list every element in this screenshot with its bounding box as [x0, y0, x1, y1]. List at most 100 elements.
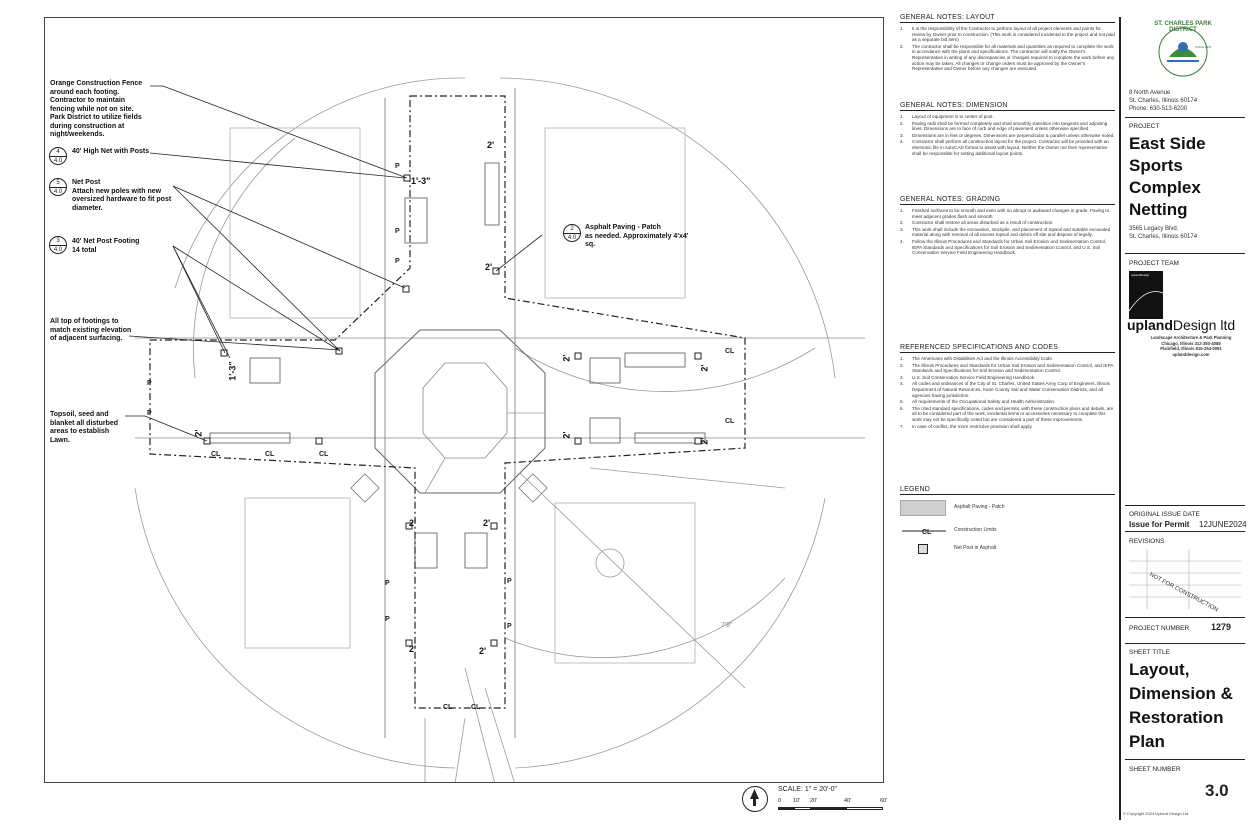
note-item: 6.The cited standard specifications, cod… [900, 405, 1114, 422]
note-item: 3.U.S. Soil Conservation Service Field E… [900, 374, 1036, 380]
field-arc-nw [174, 77, 466, 289]
title-block: ST. CHARLES PARK DISTRICT SINCE 1951 8 N… [1119, 17, 1247, 820]
general-notes: GENERAL NOTES: LAYOUT 1.It is the respon… [900, 14, 1115, 824]
sheet-number: 3.0 [1205, 781, 1229, 800]
notes-layout: GENERAL NOTES: LAYOUT 1.It is the respon… [900, 14, 1115, 73]
line-mark-p: P [507, 578, 512, 585]
line-mark-cl: CL [471, 704, 481, 711]
firm-name: uplandDesign ltd [1127, 317, 1236, 333]
line-mark-cl: CL [725, 418, 735, 425]
construction-limits [149, 95, 746, 709]
legend: LEGEND Asphalt Paving - Patch CL Constru… [900, 486, 1115, 576]
project-address: 3565 Legacy Blvd. St. Charles, Illinois … [1129, 226, 1198, 240]
line-mark-p: P [147, 410, 152, 417]
dim-label: 2' [409, 518, 417, 528]
dim-label: 2' [699, 437, 710, 445]
notes-heading: GENERAL NOTES: LAYOUT [900, 14, 1115, 23]
line-mark-cl: CL [443, 704, 453, 711]
dim-label: 2' [479, 646, 487, 656]
note-item: 4.Contractor shall perform all construct… [900, 139, 1109, 156]
field-arc-sw [134, 487, 456, 769]
notes-heading: GENERAL NOTES: DIMENSION [900, 102, 1115, 111]
net-post-icon [918, 544, 928, 554]
owner-address: 8 North Avenue St. Charles, Illinois 601… [1129, 90, 1198, 112]
revisions-label: REVISIONS [1129, 538, 1165, 545]
sheet-title: Layout, Dimension & Restoration Plan [1129, 660, 1233, 751]
construction-limit-symbol: CL [902, 529, 946, 536]
dim-label: 2' [487, 140, 495, 150]
asphalt-swatch [900, 500, 946, 516]
note-item: 2.The Illinois Procedures and Standards … [900, 362, 1114, 374]
plan-linework [125, 77, 865, 782]
north-arrow-icon: N [742, 786, 768, 812]
note-item: 1.The Americans with Disabilities Act an… [900, 356, 1054, 361]
dim-label: 2' [561, 431, 572, 439]
legend-row: CL Construction Limits [900, 526, 1115, 538]
note-item: 1.Finished surfaces to be smooth and eve… [900, 208, 1110, 219]
line-mark-p: P [395, 163, 400, 170]
dim-label: 2' [193, 429, 204, 437]
team-label: PROJECT TEAM [1129, 260, 1179, 267]
scale-tick: 60' [880, 798, 888, 804]
sheet-number-label: SHEET NUMBER [1129, 766, 1181, 773]
line-mark-p: P [385, 616, 390, 623]
note-item: 1.It is the responsibility of the Contra… [900, 26, 1115, 43]
project-name: East Side Sports Complex Netting [1129, 134, 1206, 219]
dim-label: 2' [409, 644, 417, 654]
legend-row: Net Post in Asphalt [900, 544, 1115, 556]
note-item: 1.Layout of equipment is to center of po… [900, 114, 994, 119]
note-item: 2.Paving radii shall be formed completel… [900, 120, 1108, 132]
notes-dimension: GENERAL NOTES: DIMENSION 1.Layout of equ… [900, 102, 1115, 157]
notes-heading: GENERAL NOTES: GRADING [900, 196, 1115, 205]
legend-heading: LEGEND [900, 486, 1115, 495]
project-number: 1279 [1211, 622, 1232, 632]
scale-bar: 0 10' 20' 40' 60' [778, 798, 888, 812]
issue-value: Issue for Permit [1129, 520, 1190, 529]
note-item: 4.Follow the Illinois Procedures and Sta… [900, 238, 1107, 256]
field-arc-ne [499, 77, 836, 379]
line-mark-p: P [395, 258, 400, 265]
firm-contact: Landscape Architecture & Park Planning C… [1150, 335, 1232, 357]
project-number-label: PROJECT NUMBER [1129, 625, 1190, 632]
line-mark-p: P [385, 580, 390, 587]
dim-label: 2' [483, 518, 491, 528]
scale-label: SCALE: 1" = 20'-0" [778, 786, 838, 793]
note-item: 5.All requirements of the Occupational S… [900, 399, 1056, 405]
note-item: 4.All codes and ordinances of the City o… [900, 381, 1110, 398]
issue-date: 12JUNE2024 [1199, 520, 1247, 529]
line-mark-p: P [507, 623, 512, 630]
note-item: 7.In case of conflict, the more restrict… [900, 423, 1033, 429]
project-label: PROJECT [1129, 123, 1160, 130]
callout-net: 40' High Net with Posts [72, 148, 150, 155]
callout-fence: Orange Construction Fence around each fo… [50, 80, 143, 138]
site-plan: 1'-3" 2' 2' 1'-3" 2' 2' 2' 2' 2' 2' 2' 2… [44, 17, 884, 783]
park-district-logo: ST. CHARLES PARK DISTRICT SINCE 1951 [1151, 21, 1215, 83]
scale-tick: 40' [844, 798, 852, 804]
note-item: 3.This work shall include the excavation… [900, 226, 1111, 238]
dim-label: 2' [699, 364, 710, 372]
line-mark-cl: CL [211, 451, 221, 458]
note-item: 2.Contractor shall restore all areas dis… [900, 220, 1054, 226]
notes-grading: GENERAL NOTES: GRADING 1.Finished surfac… [900, 196, 1115, 257]
dim-label: 2' [561, 354, 572, 362]
legend-row: Asphalt Paving - Patch [900, 500, 1115, 516]
line-mark-cl: CL [319, 451, 329, 458]
svg-text:CL: CL [922, 529, 932, 536]
field-label: 7'8" [721, 622, 733, 629]
callout-leaders [125, 85, 543, 442]
line-mark-cl: CL [725, 348, 735, 355]
north-label: N [745, 794, 749, 800]
copyright: © Copyright 2024 Upland Design Ltd. [1123, 811, 1190, 816]
line-mark-p: P [147, 380, 152, 387]
scale-tick: 10' [793, 798, 801, 804]
upland-logo-mark: uplandDesign [1129, 271, 1163, 319]
field-arc-se [514, 497, 826, 769]
note-item: 2.The contractor shall be responsible fo… [900, 43, 1115, 72]
callout-elevation: All top of footings to match existing el… [50, 318, 132, 342]
